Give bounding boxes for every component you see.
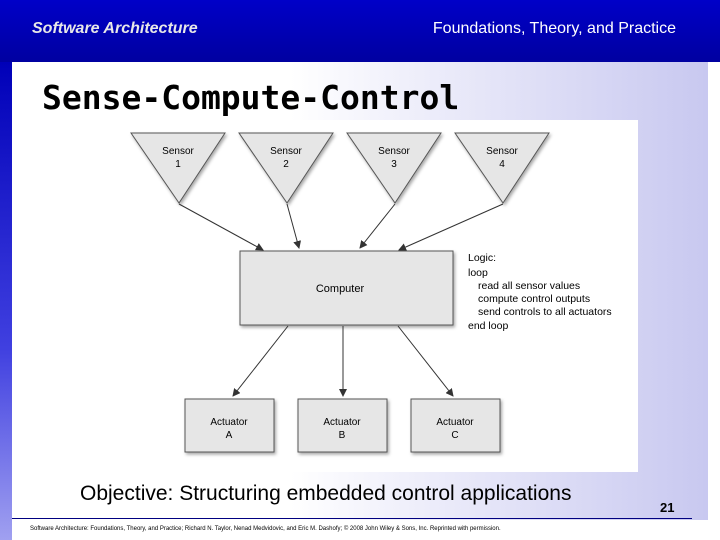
actuator-b-letter: B [339, 430, 346, 441]
actuator-c-label: Actuator [436, 417, 474, 428]
sensor-1-number: 1 [175, 159, 181, 170]
logic-line-3: read all sensor values [478, 280, 580, 292]
slide-title: Sense-Compute-Control [42, 78, 460, 117]
slide-objective: Objective: Structuring embedded control … [80, 482, 572, 505]
logic-line-4: compute control outputs [478, 293, 590, 305]
logic-line-6: end loop [468, 320, 508, 332]
sensor-3-label: Sensor [378, 146, 410, 157]
sensor-1-label: Sensor [162, 146, 194, 157]
sensor-2-label: Sensor [270, 146, 302, 157]
slide-header: Software Architecture Foundations, Theor… [0, 0, 720, 62]
page-number: 21 [660, 500, 675, 515]
logic-line-1: Logic: [468, 252, 496, 264]
sensor-to-computer-arrows [178, 203, 504, 251]
actuator-b-label: Actuator [323, 417, 361, 428]
logic-line-5: send controls to all actuators [478, 306, 612, 318]
actuator-a-label: Actuator [210, 417, 248, 428]
left-accent-bar [0, 62, 12, 540]
arrow-actuator-a [232, 325, 289, 397]
computer-label: Computer [316, 283, 365, 295]
sensor-1: Sensor 1 [130, 132, 226, 204]
footer-divider [12, 518, 692, 519]
computer-to-actuator-arrows [232, 325, 454, 397]
book-subtitle: Foundations, Theory, and Practice [432, 20, 676, 37]
computer-box: Computer [239, 250, 454, 326]
actuator-c: Actuator C [410, 398, 501, 453]
sensor-4-label: Sensor [486, 146, 518, 157]
sense-compute-control-diagram: Sensor 1 Sensor 2 Sensor 3 Sensor 4 [113, 120, 638, 472]
arrow-sensor-2 [286, 203, 302, 249]
sensor-2: Sensor 2 [238, 132, 334, 204]
copyright-footer: Software Architecture: Foundations, Theo… [30, 526, 501, 532]
course-title: Software Architecture [32, 20, 198, 37]
arrow-actuator-c [397, 325, 454, 397]
arrow-sensor-3 [359, 203, 396, 249]
actuator-a-letter: A [226, 430, 233, 441]
sensor-4-number: 4 [499, 159, 505, 170]
actuator-a: Actuator A [184, 398, 275, 453]
actuator-c-letter: C [451, 430, 458, 441]
sensor-4: Sensor 4 [454, 132, 550, 204]
actuator-b: Actuator B [297, 398, 388, 453]
arrow-sensor-4 [398, 203, 504, 251]
sensor-3-number: 3 [391, 159, 397, 170]
logic-line-2: loop [468, 267, 488, 279]
arrow-sensor-1 [178, 203, 264, 251]
logic-note: Logic: loop read all sensor values compu… [468, 252, 612, 332]
sensor-2-number: 2 [283, 159, 289, 170]
sensor-3: Sensor 3 [346, 132, 442, 204]
